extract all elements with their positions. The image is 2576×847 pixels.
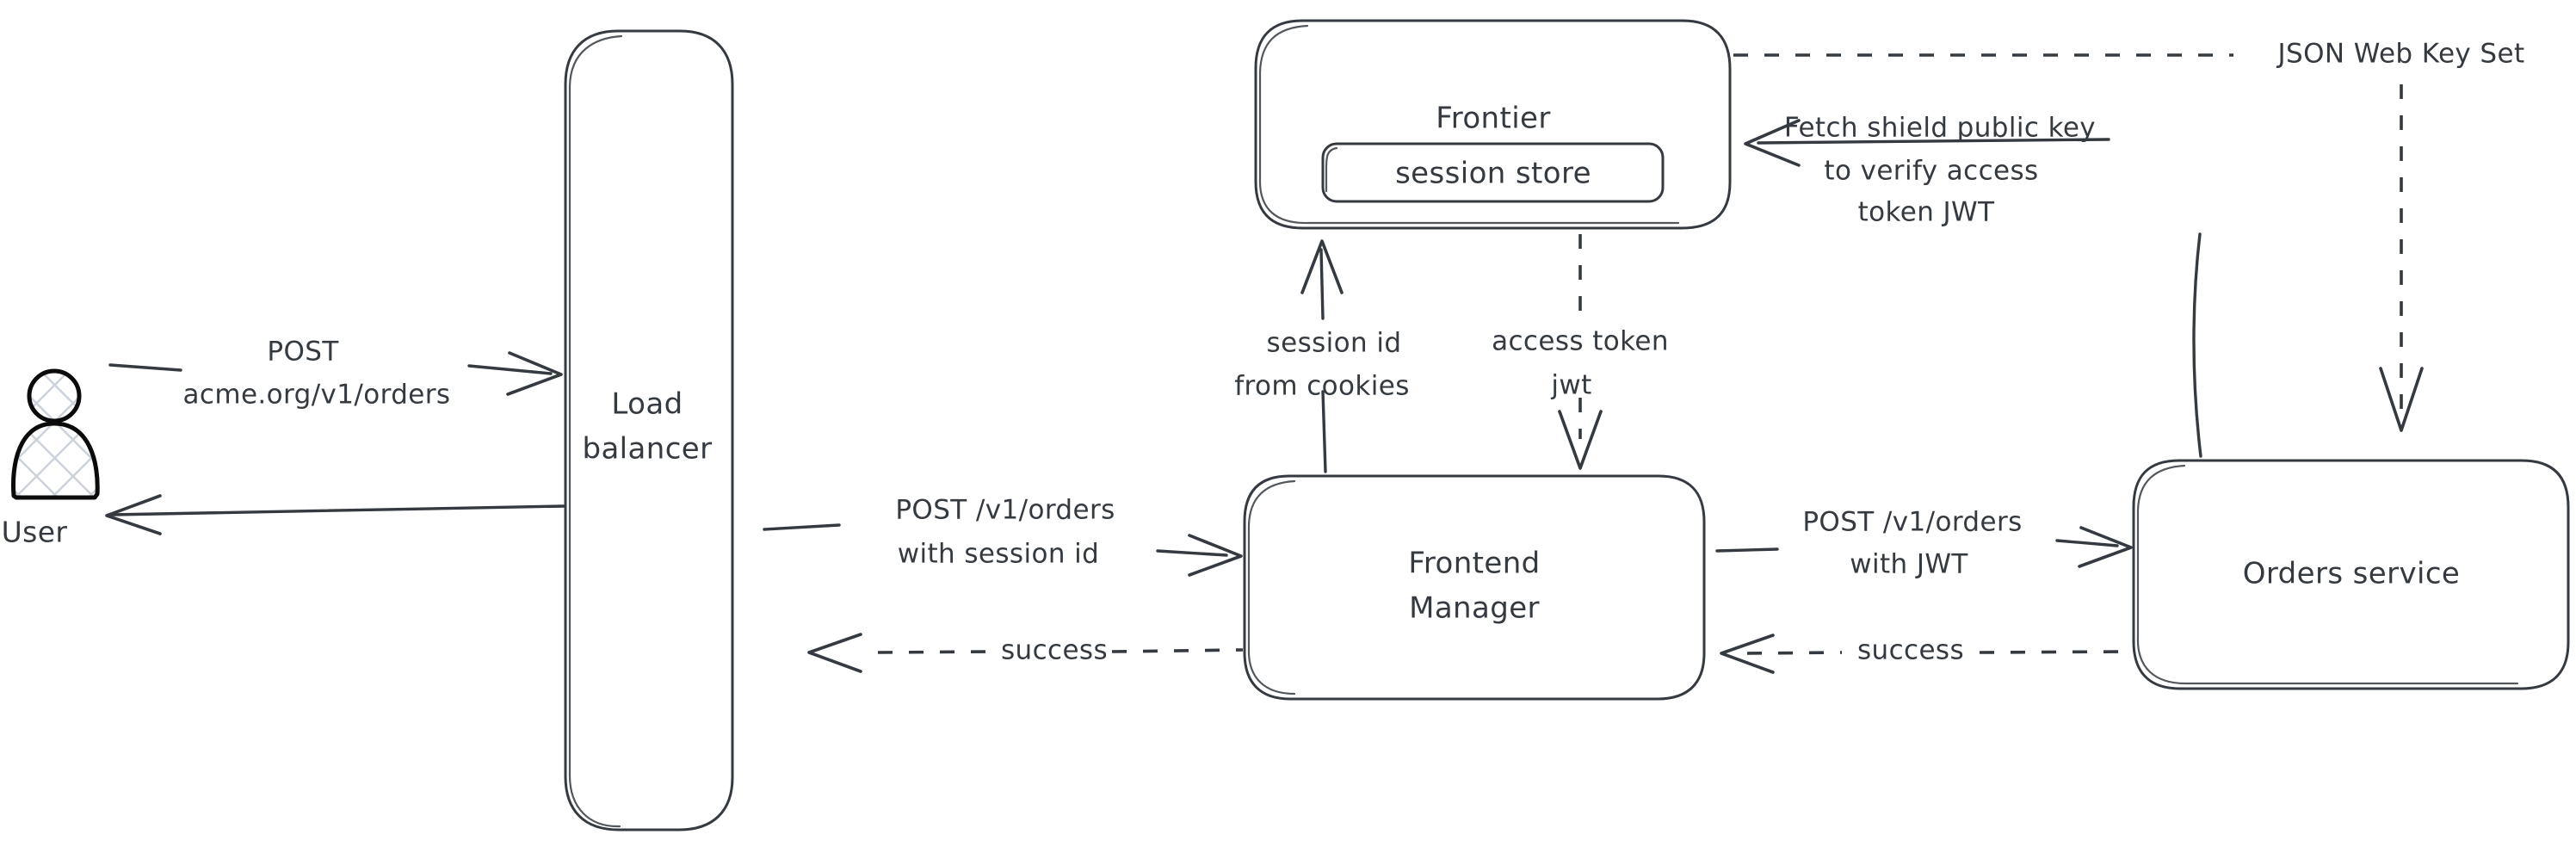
edge-user-to-lb-label-line1: POST — [267, 337, 339, 368]
edge-frontier-to-fm-label-line1: access token — [1492, 326, 1669, 357]
edge-lb-to-user-line — [110, 504, 565, 516]
edge-user-to-load-balancer[interactable]: POST acme.org/v1/orders — [108, 337, 563, 411]
edge-fm-to-frontier-arrowhead — [1300, 239, 1344, 294]
frontier-shape-sketch — [1258, 24, 1680, 225]
edge-frontend-manager-to-frontier[interactable]: session id from cookies — [1234, 239, 1410, 473]
edge-frontier-to-fm-arrowhead — [1558, 410, 1603, 470]
edge-load-balancer-to-user[interactable] — [105, 494, 565, 535]
node-frontier[interactable]: Frontier session store — [1254, 19, 1732, 230]
edge-orders-to-fm-label: success — [1857, 635, 1964, 666]
frontend-manager-label-line2: Manager — [1409, 591, 1540, 626]
edge-fm-to-orders-label-line1: POST /v1/orders — [1802, 507, 2022, 538]
frontend-manager-shape — [1243, 474, 1706, 701]
edge-lb-to-fm-label-line1: POST /v1/orders — [895, 495, 1115, 526]
edge-lb-to-fm-line-tail — [1156, 549, 1228, 557]
edge-user-to-lb-line — [108, 363, 182, 372]
edge-frontier-to-orders-arrowhead — [2379, 367, 2424, 432]
actor-user[interactable]: User — [2, 368, 100, 549]
session-store-shape-sketch — [1325, 146, 1338, 193]
edge-user-to-lb-line-tail — [467, 364, 553, 375]
edge-user-to-lb-arrowhead — [506, 351, 563, 396]
edge-fm-to-lb-arrowhead — [807, 633, 862, 673]
orders-service-shape — [2132, 459, 2570, 690]
edge-orders-to-fm-line-left — [1746, 651, 1843, 655]
load-balancer-label-line2: balancer — [582, 432, 712, 467]
edge-fm-to-orders-arrowhead — [2078, 526, 2133, 568]
edge-orders-to-frontier[interactable]: Fetch shield public key to verify access… — [1744, 113, 2202, 458]
person-icon-body — [11, 421, 100, 500]
edge-fm-to-orders-label-line2: with JWT — [1850, 549, 1968, 580]
edge-lb-to-fm-line — [763, 523, 841, 531]
load-balancer-shape-sketch — [568, 34, 623, 828]
orders-service-label: Orders service — [2243, 557, 2461, 591]
actor-user-label: User — [2, 516, 68, 549]
edge-lb-to-frontend-manager[interactable]: POST /v1/orders with session id — [763, 495, 1243, 577]
edge-orders-to-frontier-label-line1: Fetch shield public key — [1784, 113, 2096, 144]
session-store-shape — [1321, 142, 1665, 203]
frontend-manager-label-line1: Frontend — [1408, 547, 1540, 581]
node-load-balancer[interactable]: Load balancer — [564, 29, 734, 832]
load-balancer-shape — [564, 29, 734, 832]
edge-frontier-to-frontend-manager[interactable]: access token jwt — [1492, 234, 1669, 470]
node-orders-service[interactable]: Orders service — [2132, 459, 2570, 690]
edge-lb-to-user-arrowhead — [105, 494, 162, 535]
frontend-manager-shape-sketch — [1247, 479, 1296, 696]
frontier-label: Frontier — [1436, 102, 1551, 136]
node-session-store[interactable]: session store — [1321, 142, 1665, 203]
load-balancer-label-line1: Load — [611, 387, 683, 422]
edge-frontend-manager-to-lb[interactable]: success — [807, 633, 1244, 673]
edge-lb-to-fm-arrowhead — [1188, 534, 1243, 577]
session-store-label: session store — [1395, 157, 1591, 191]
orders-service-shape-sketch — [2136, 464, 2519, 685]
edge-fm-to-frontier-label-line2: from cookies — [1234, 371, 1410, 402]
edge-frontier-to-fm-label-line2: jwt — [1550, 370, 1591, 401]
edge-fm-to-lb-line-right — [1111, 648, 1244, 653]
edge-fm-to-orders-line — [1715, 547, 1779, 553]
person-icon-head — [27, 368, 82, 424]
edge-fm-to-orders-line-tail — [2055, 539, 2119, 547]
edge-orders-to-frontier-label-line2: to verify access — [1824, 156, 2038, 187]
edge-fm-to-frontier-line-lower — [1321, 390, 1327, 473]
edge-frontier-to-orders[interactable]: JSON Web Key Set — [1733, 39, 2525, 432]
edge-fm-to-frontier-label-line1: session id — [1267, 328, 1402, 359]
edge-orders-to-frontier-arrowhead — [1744, 119, 1801, 167]
edge-fm-to-lb-label: success — [1001, 635, 1108, 666]
edge-frontend-manager-to-orders[interactable]: POST /v1/orders with JWT — [1715, 507, 2133, 580]
edge-orders-to-fm-arrowhead — [1720, 634, 1775, 674]
edge-orders-to-frontier-label-line3: token JWT — [1858, 197, 1996, 228]
edge-orders-to-frontier-curve — [2192, 232, 2202, 458]
node-frontend-manager[interactable]: Frontend Manager — [1243, 474, 1706, 701]
edge-frontier-to-orders-label: JSON Web Key Set — [2276, 39, 2524, 70]
edge-orders-to-frontier-line — [1757, 138, 2110, 145]
edge-orders-to-frontend-manager[interactable]: success — [1720, 634, 2125, 674]
edge-fm-to-frontier-line-upper — [1319, 248, 1325, 320]
edge-lb-to-fm-label-line2: with session id — [898, 539, 1100, 570]
edge-user-to-lb-label-line2: acme.org/v1/orders — [183, 380, 451, 411]
